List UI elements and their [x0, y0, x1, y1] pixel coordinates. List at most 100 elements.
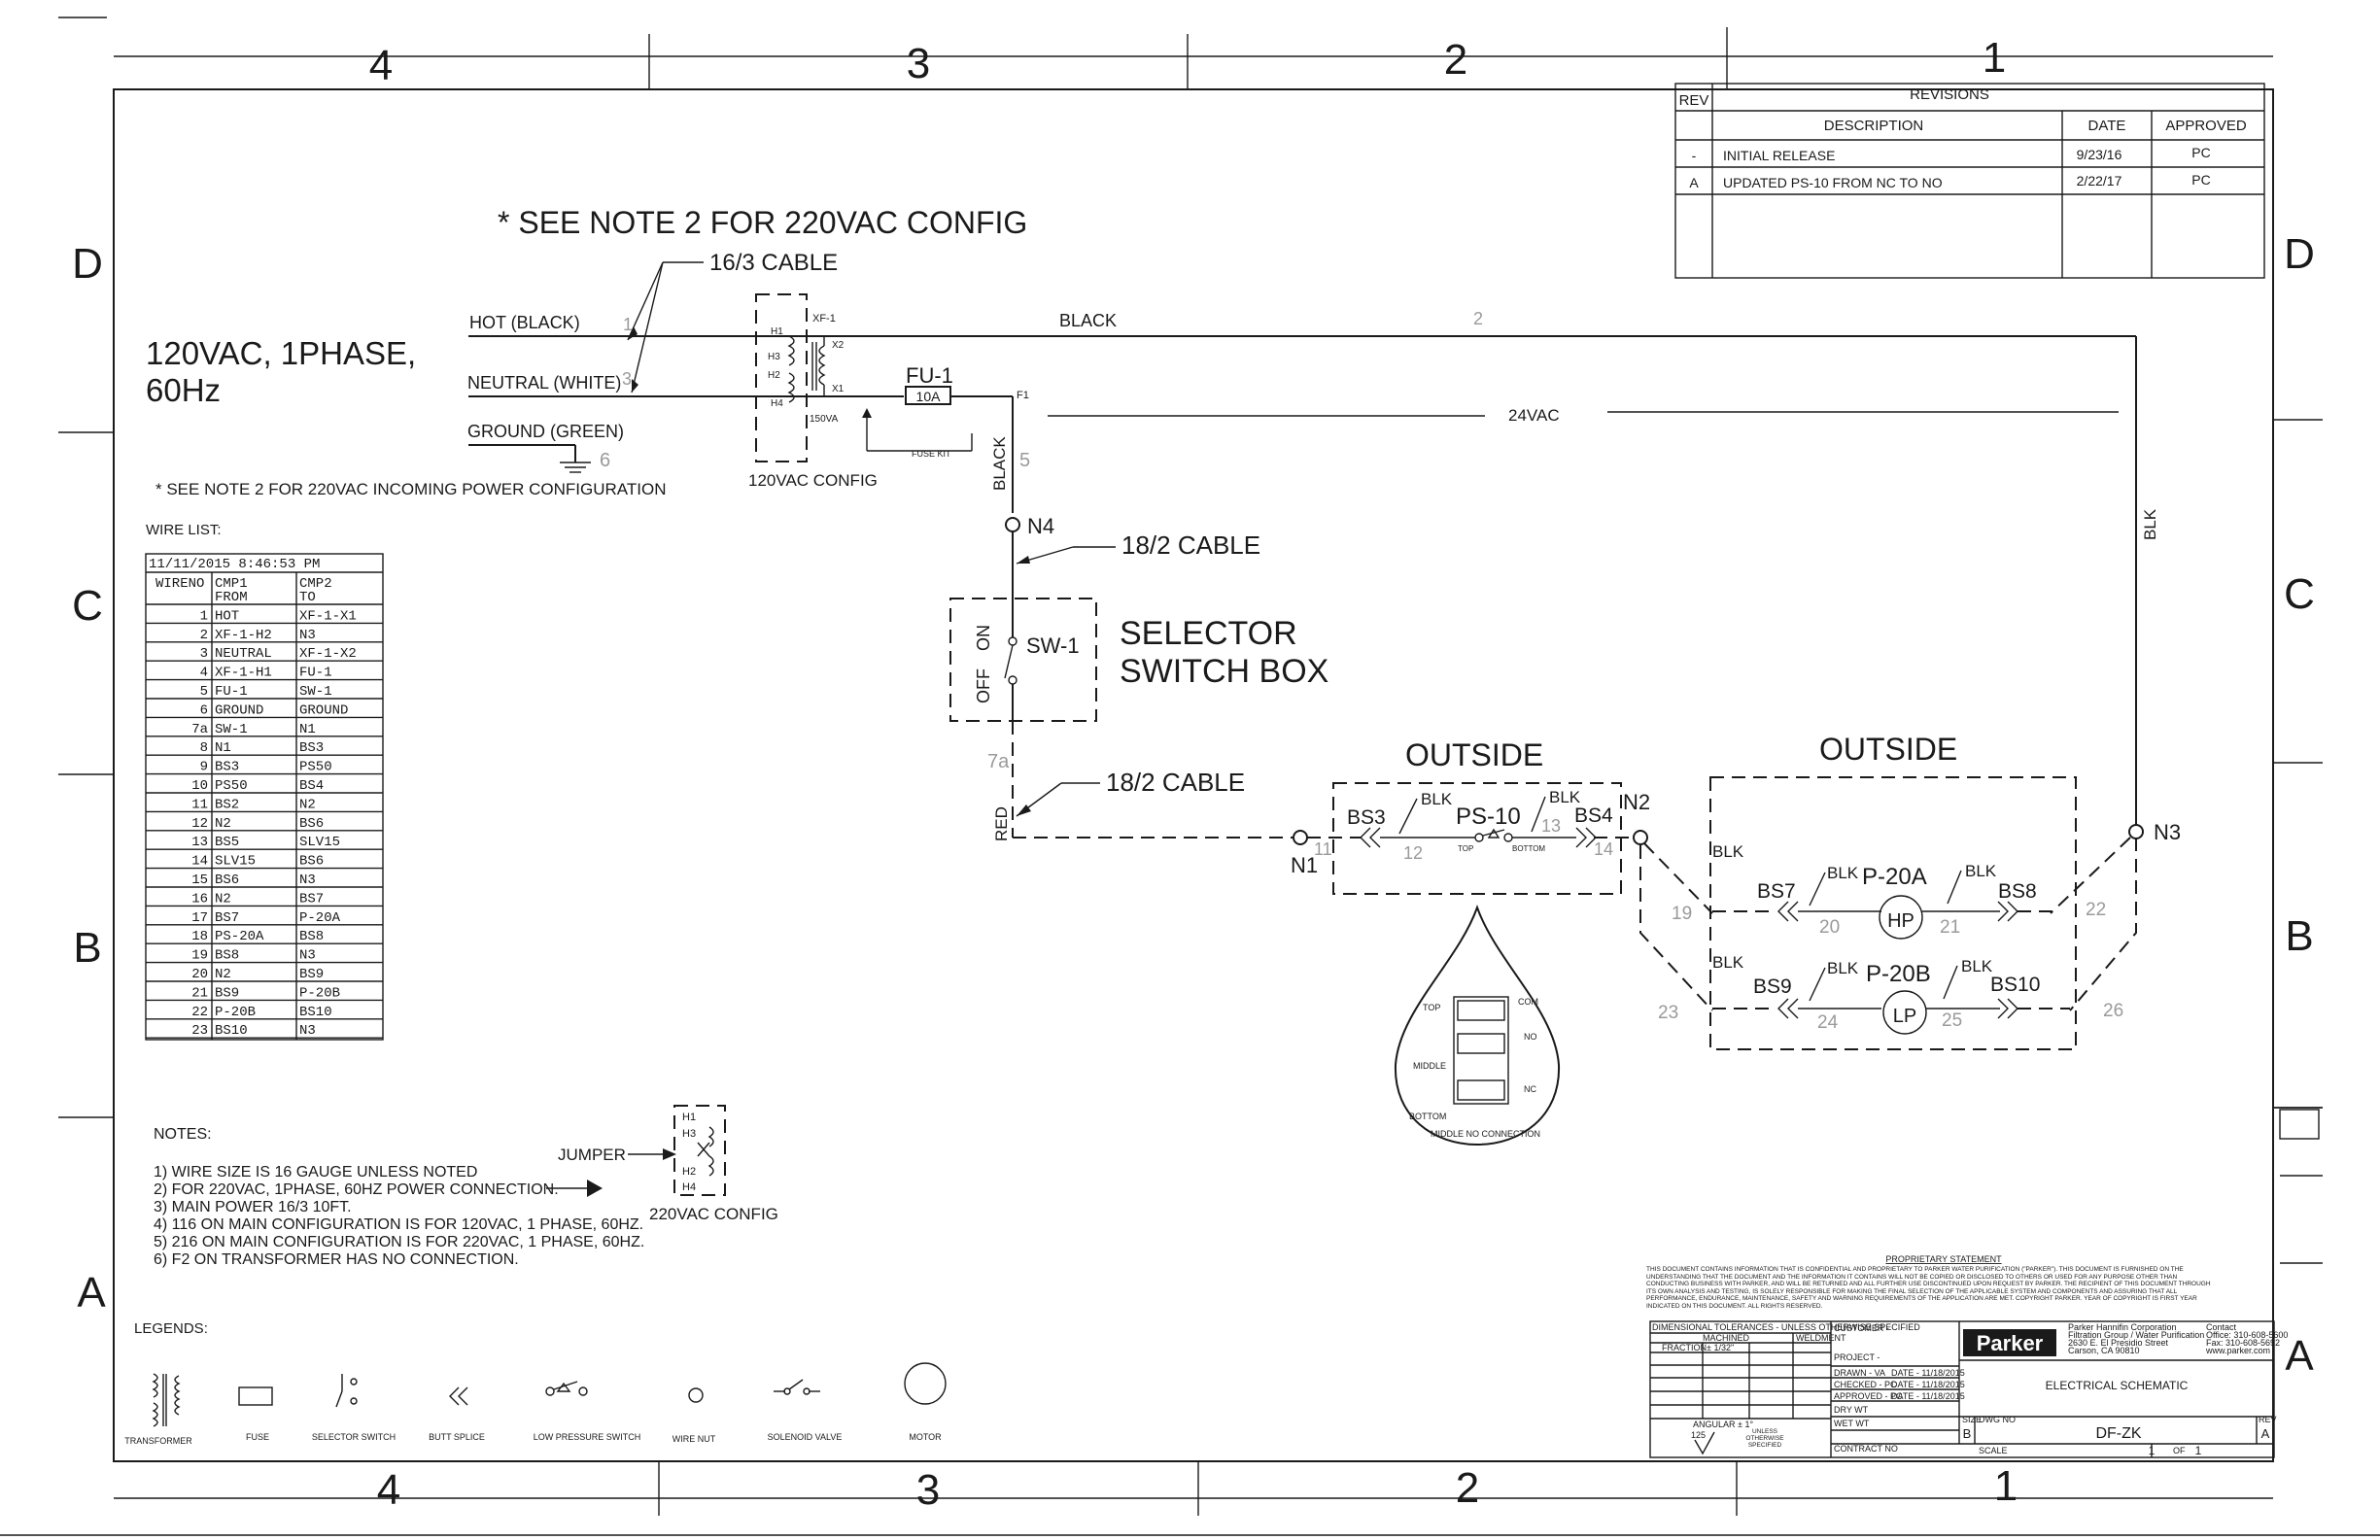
dwg-no-value: DF-ZK	[2095, 1425, 2141, 1442]
wire-list-from: BS10	[215, 1023, 248, 1039]
wire-list-from: SLV15	[215, 854, 256, 870]
company-line4: Carson, CA 90810	[2068, 1346, 2140, 1355]
wire-list-wireno: 21	[191, 985, 208, 1001]
wire-list-from: XF-1-H2	[215, 628, 272, 643]
wire-list-stamp: 11/11/2015 8:46:53 PM	[149, 557, 320, 572]
legend-label: MOTOR	[909, 1432, 942, 1442]
transformer-xf-1: XF-1 H1 H3 H2 H4 X2 X1 150VA 120VAC CONF…	[748, 293, 878, 490]
wire-list-to: XF-1-X2	[299, 646, 357, 662]
company-line2: Filtration Group / Water Purification	[2068, 1330, 2204, 1340]
sheet-number: 1	[2149, 1444, 2156, 1457]
zone-left-C: C	[72, 582, 103, 630]
wire-list-wireno: 7a	[191, 722, 208, 737]
h2-label: H2	[768, 370, 780, 381]
title-block: PROPRIETARY STATEMENT THIS DOCUMENT CONT…	[1646, 1254, 2288, 1458]
wire-list-from: SW-1	[215, 722, 248, 737]
solenoid-valve-icon	[774, 1379, 820, 1395]
xf1-label: XF-1	[812, 313, 836, 325]
incoming-power-section: * SEE NOTE 2 FOR 220VAC CONFIG 16/3 CABL…	[146, 205, 2137, 826]
outside-title-b: OUTSIDE	[1819, 732, 1957, 767]
revisions-rev-header: REV	[1679, 92, 1709, 109]
wire-list-to: P-20B	[299, 985, 340, 1001]
wet-weight-label: WET WT	[1834, 1419, 1870, 1428]
zone-left-D: D	[72, 240, 103, 288]
legend-label: SOLENOID VALVE	[768, 1432, 843, 1442]
wire-list-wireno: 1	[200, 608, 208, 624]
transformer-icon	[152, 1373, 181, 1427]
wire-list-to: N3	[299, 873, 316, 888]
zone-left-A: A	[77, 1269, 106, 1317]
wire-list-header-cmp2: CMP2	[299, 576, 332, 592]
wire-list-wireno: 16	[191, 891, 208, 907]
wire-list-to: FU-1	[299, 666, 332, 681]
revisions-description-header: DESCRIPTION	[1824, 118, 1924, 134]
wire-number-7a: 7a	[987, 751, 1010, 772]
wire-list-to: N3	[299, 628, 316, 643]
outside-pressure-switch-group: OUTSIDE BS3 BS4 BLK BLK PS-10 TOP BOTTOM…	[1307, 737, 1633, 895]
blk-label-bs8: BLK	[1965, 862, 1997, 880]
wire-list-to: PS50	[299, 760, 332, 775]
checked-date: DATE - 11/18/2015	[1891, 1380, 1965, 1389]
float-nc: NC	[1524, 1084, 1536, 1094]
drawn-date: DATE - 11/18/2015	[1891, 1368, 1965, 1378]
wire-list-to: BS6	[299, 816, 324, 832]
wire-list-to: N3	[299, 948, 316, 964]
revision-row-approved: PC	[2191, 145, 2210, 160]
wire-list-from: BS8	[215, 948, 239, 964]
config-220vac-label: 220VAC CONFIG	[649, 1205, 778, 1223]
rev-value: A	[2261, 1426, 2270, 1441]
switch-on-label: ON	[974, 625, 993, 651]
sheet-of: OF	[2173, 1446, 2186, 1455]
company-line3: 2630 E. El Presidio Street	[2068, 1338, 2169, 1348]
wire-list-from: XF-1-H1	[215, 666, 272, 681]
sheet-total: 1	[2195, 1444, 2202, 1457]
wire-list-header-cmp1: CMP1	[215, 576, 248, 592]
wire-list-wireno: 17	[191, 910, 208, 926]
low-pressure-switch-icon	[545, 1381, 588, 1396]
pump-p-20b: P-20B	[1866, 961, 1931, 987]
float-no: NO	[1524, 1032, 1537, 1042]
wire-list-wireno: 11	[191, 797, 208, 812]
parker-logo-text: Parker	[1977, 1331, 2044, 1355]
outside-title-a: OUTSIDE	[1405, 737, 1543, 772]
wire-list-to: BS9	[299, 967, 324, 982]
zone-bottom-2: 2	[1456, 1464, 1479, 1512]
wire-list-wireno: 5	[200, 684, 208, 700]
zone-right-B: B	[2285, 912, 2313, 960]
wire-list-from: BS3	[215, 760, 239, 775]
cable-18-2-label-bottom: 18/2 CABLE	[1106, 768, 1245, 797]
wire-list-from: N2	[215, 816, 231, 832]
revision-row-approved: PC	[2191, 172, 2210, 188]
approved-date: DATE - 11/18/2015	[1891, 1391, 1965, 1401]
revision-row-description: INITIAL RELEASE	[1723, 148, 1835, 163]
float-switch-detail: TOP MIDDLE BOTTOM COM NO NC MIDDLE NO CO…	[1394, 905, 1561, 1146]
float-caption: MIDDLE NO CONNECTION	[1431, 1129, 1540, 1139]
butt-splice-bs4: BS4	[1574, 804, 1613, 827]
butt-splice-bs10: BS10	[1990, 974, 2040, 996]
office-phone: Office: 310-608-5600	[2206, 1330, 2288, 1340]
legend-label: FUSE	[246, 1432, 269, 1442]
jumper-h1: H1	[682, 1112, 696, 1123]
zone-top-4: 4	[369, 42, 393, 89]
see-note-220vac-heading: * SEE NOTE 2 FOR 220VAC CONFIG	[498, 205, 1027, 240]
node-n2: N2	[1623, 790, 1650, 814]
wire-number-11: 11	[1314, 839, 1332, 859]
blk-label-n2-top: BLK	[1712, 842, 1744, 861]
jumper-label: JUMPER	[558, 1146, 626, 1164]
blk-label-n2-bottom: BLK	[1712, 953, 1744, 972]
blk-vertical-label: BLK	[2141, 508, 2159, 540]
selector-switch-box-line1: SELECTOR	[1120, 615, 1297, 652]
proprietary-text: THIS DOCUMENT CONTAINS INFORMATION THAT …	[1646, 1266, 2211, 1310]
float-top: TOP	[1423, 1003, 1440, 1012]
red-wire-label: RED	[992, 806, 1011, 841]
note-item: 3) MAIN POWER 16/3 10FT.	[154, 1199, 352, 1215]
motor-icon	[904, 1362, 947, 1405]
note-item: 6) F2 ON TRANSFORMER HAS NO CONNECTION.	[154, 1251, 519, 1268]
contract-label: CONTRACT NO	[1834, 1444, 1898, 1454]
revision-row-description: UPDATED PS-10 FROM NC TO NO	[1723, 175, 1943, 190]
checked-label: CHECKED - PC	[1834, 1380, 1897, 1389]
dry-weight-label: DRY WT	[1834, 1405, 1869, 1415]
wire-list-from: NEUTRAL	[215, 646, 272, 662]
wire-number-25: 25	[1942, 1010, 1962, 1031]
